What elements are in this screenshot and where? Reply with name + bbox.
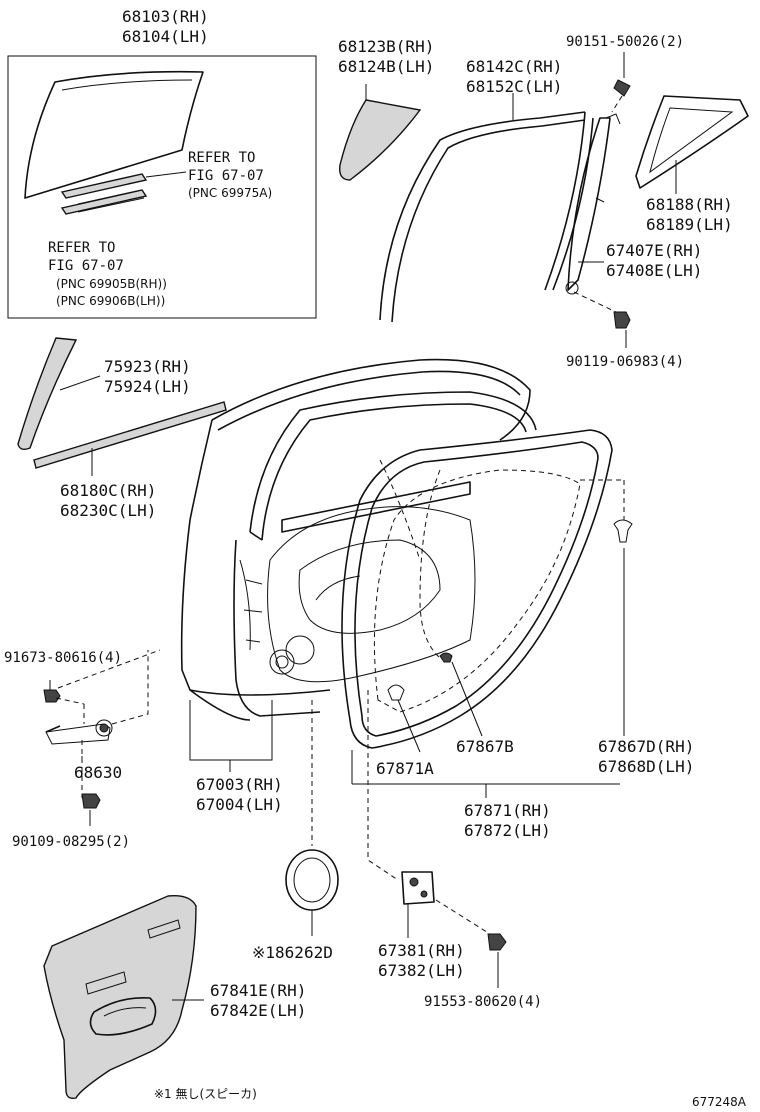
label-67407e: 67407E(RH) bbox=[606, 241, 702, 260]
label-67381: 67381(RH) bbox=[378, 941, 465, 960]
label-68103: 68103(RH) bbox=[122, 7, 209, 26]
label-67842e: 67842E(LH) bbox=[210, 1001, 306, 1020]
screw-91673 bbox=[43, 689, 61, 703]
door-weatherstrip-67871 bbox=[341, 429, 620, 798]
label-68124b: 68124B(LH) bbox=[338, 57, 434, 76]
label-67004: 67004(LH) bbox=[196, 795, 283, 814]
belt-moulding-68180C bbox=[33, 401, 227, 476]
label-refer2-c: (PNC 69905B(RH)) bbox=[56, 277, 167, 291]
weatherstrip-clip-67867B bbox=[439, 652, 483, 737]
label-68123b: 68123B(RH) bbox=[338, 37, 434, 56]
clip-90151 bbox=[611, 52, 631, 113]
glass-run-channel-68142C bbox=[379, 93, 594, 323]
label-68630: 68630 bbox=[74, 763, 122, 782]
door-lock-67381 bbox=[367, 690, 491, 938]
label-67867b: 67867B bbox=[456, 737, 514, 756]
label-68152c: 68152C(LH) bbox=[466, 77, 562, 96]
bolt-90119 bbox=[613, 311, 631, 348]
label-68180c: 68180C(RH) bbox=[60, 481, 156, 500]
door-frame-garnish-75923 bbox=[17, 337, 101, 451]
door-wire-harness-path bbox=[379, 459, 441, 659]
label-68188: 68188(RH) bbox=[646, 195, 733, 214]
label-67868d: 67868D(LH) bbox=[598, 757, 694, 776]
door-check-68630 bbox=[43, 649, 161, 798]
rear-door-quarter-window-68188 bbox=[635, 95, 749, 194]
speaker-86262D bbox=[285, 700, 339, 936]
door-trim-panel-67841E bbox=[43, 895, 204, 1100]
label-67841e: 67841E(RH) bbox=[210, 981, 306, 1000]
label-91673: 91673-80616(4) bbox=[4, 650, 122, 666]
quarter-glass-68123B bbox=[339, 84, 422, 181]
label-67867d: 67867D(RH) bbox=[598, 737, 694, 756]
label-75924: 75924(LH) bbox=[104, 377, 191, 396]
label-75923: 75923(RH) bbox=[104, 357, 191, 376]
label-67871: 67871(RH) bbox=[464, 801, 551, 820]
label-refer1-a: REFER TO bbox=[188, 150, 255, 166]
label-67871a: 67871A bbox=[376, 759, 434, 778]
label-refer1-b: FIG 67-07 bbox=[188, 168, 264, 184]
glass-run-strip-upper bbox=[60, 173, 148, 199]
label-68104: 68104(LH) bbox=[122, 27, 209, 46]
inset-box-door-glass bbox=[7, 55, 317, 319]
screw-91553 bbox=[487, 933, 507, 988]
label-68189: 68189(LH) bbox=[646, 215, 733, 234]
label-67003: 67003(RH) bbox=[196, 775, 283, 794]
label-refer2-d: (PNC 69906B(LH)) bbox=[56, 294, 165, 308]
bolt-90109 bbox=[81, 793, 101, 826]
label-68230c: 68230C(LH) bbox=[60, 501, 156, 520]
label-68142c: 68142C(RH) bbox=[466, 57, 562, 76]
label-67408e: 67408E(LH) bbox=[606, 261, 702, 280]
label-refer1-c: (PNC 69975A) bbox=[188, 186, 272, 200]
rear-door-panel-67003 bbox=[180, 358, 537, 772]
label-90119: 90119-06983(4) bbox=[566, 354, 684, 370]
label-refer2-b: FIG 67-07 bbox=[48, 258, 124, 274]
label-86262d: ※186262D bbox=[252, 943, 333, 962]
label-67382: 67382(LH) bbox=[378, 961, 465, 980]
weatherstrip-clip-67871A bbox=[387, 684, 421, 753]
door-rear-lower-frame-67407E bbox=[565, 113, 621, 313]
weatherstrip-clip-67867D bbox=[580, 479, 633, 736]
figure-id: 677248A bbox=[692, 1095, 747, 1109]
label-67872: 67872(LH) bbox=[464, 821, 551, 840]
label-90109: 90109-08295(2) bbox=[12, 834, 130, 850]
footnote: ※1 無し(スピーカ) bbox=[154, 1086, 257, 1101]
label-refer2-a: REFER TO bbox=[48, 240, 115, 256]
door-glass-68103 bbox=[24, 70, 204, 199]
label-91553: 91553-80620(4) bbox=[424, 994, 542, 1010]
label-90151: 90151-50026(2) bbox=[566, 34, 684, 50]
